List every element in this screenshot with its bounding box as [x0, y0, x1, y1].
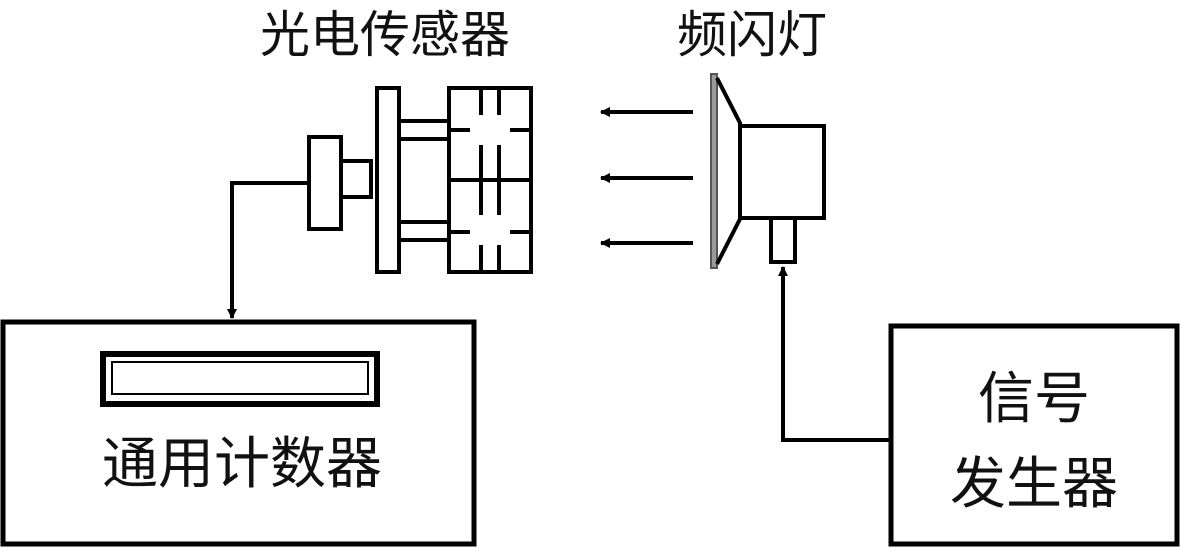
sensor-to-counter-wire	[227, 181, 309, 319]
photoelectric-sensor	[307, 86, 533, 274]
generator-label-line1: 信号	[978, 367, 1090, 432]
strobe-body	[738, 124, 826, 220]
light-arrows	[600, 107, 693, 248]
strobe-lens	[710, 73, 718, 269]
sensor-neck	[339, 159, 373, 199]
strobe-lamp	[710, 73, 826, 269]
counter-label: 通用计数器	[102, 432, 382, 497]
generator-label-line2: 发生器	[950, 452, 1118, 517]
sensor-label: 光电传感器	[260, 6, 510, 64]
strobe-reflector	[715, 77, 742, 265]
strobe-label: 频闪灯	[677, 6, 827, 64]
generator-box	[888, 323, 1180, 547]
counter-display	[100, 351, 380, 407]
strobe-connector	[769, 216, 797, 264]
signal-generator: 信号 发生器	[888, 323, 1180, 547]
counter-display-inner	[111, 361, 369, 395]
sensor-end-cap	[307, 135, 343, 231]
generator-to-strobe-wire	[778, 266, 890, 442]
universal-counter: 通用计数器	[0, 319, 477, 547]
counter-box	[0, 319, 477, 547]
sensor-plate	[375, 86, 401, 274]
